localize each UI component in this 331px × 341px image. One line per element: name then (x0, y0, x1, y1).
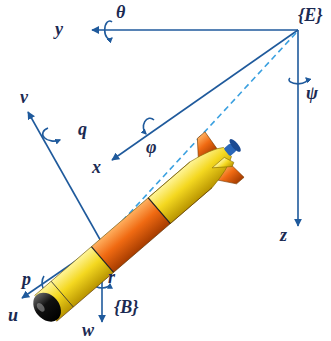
rotation-label: p (22, 270, 31, 288)
frame-label: {E} (298, 6, 323, 24)
earth-frame-axes (92, 21, 307, 243)
axis-label: z (280, 226, 287, 244)
drawing-part (148, 139, 238, 223)
drawing-part (297, 30, 299, 226)
drawing-part (57, 188, 212, 322)
drawing-part (148, 198, 170, 224)
drawing-part (143, 118, 154, 134)
rotation-label: θ (116, 3, 125, 21)
axis-label: w (82, 321, 94, 339)
drawing-part (28, 287, 67, 327)
drawing-part (228, 137, 243, 153)
drawing-part (92, 29, 298, 31)
drawing-part (35, 302, 46, 313)
rotation-label: φ (146, 138, 157, 156)
drawing-part (28, 112, 102, 243)
drawing-part (102, 33, 296, 243)
axis-label: u (8, 306, 18, 324)
rotation-label: q (78, 120, 87, 138)
drawing-part (212, 155, 235, 177)
drawing-part (34, 162, 189, 296)
axis-label: y (55, 20, 63, 38)
rotation-label: r (108, 268, 115, 286)
drawing-part (51, 281, 73, 307)
axis-label: v (20, 88, 28, 106)
drawing-part (105, 21, 112, 39)
drawing-part (43, 128, 60, 141)
drawing-part (289, 78, 307, 84)
axis-label: x (92, 158, 101, 176)
auv-body (18, 121, 257, 338)
rotation-label: ψ (306, 84, 318, 102)
drawing-part (91, 198, 170, 273)
frame-label: {B} (114, 298, 139, 316)
